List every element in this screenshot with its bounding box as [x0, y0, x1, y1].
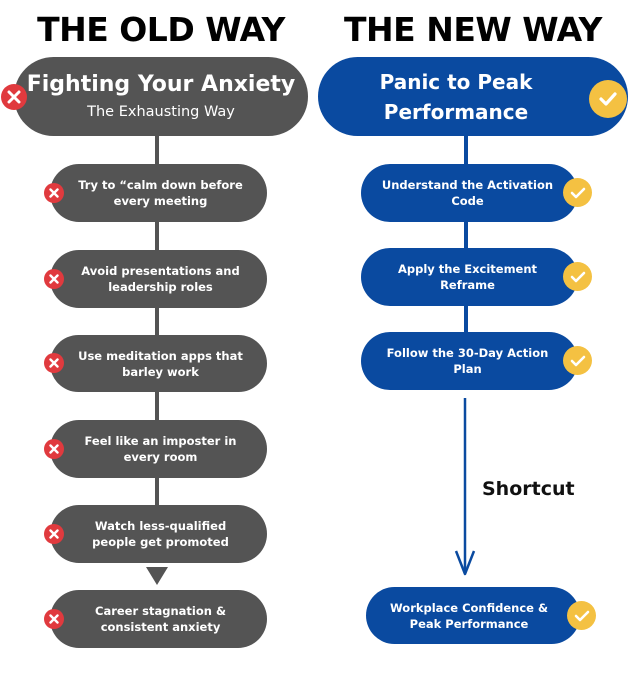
- old-way-header: Fighting Your Anxiety The Exhausting Way: [14, 57, 308, 136]
- check-circle-icon: [563, 262, 592, 291]
- new-step: Follow the 30-Day Action Plan: [361, 332, 578, 390]
- x-circle-icon: [1, 84, 27, 110]
- new-step-text: Follow the 30-Day Action Plan: [386, 346, 549, 376]
- old-step: Use meditation apps that barley work: [50, 335, 267, 392]
- shortcut-label: Shortcut: [482, 478, 575, 500]
- old-step-text: Avoid presentations and leadership roles: [81, 264, 240, 294]
- shortcut-arrow-icon: [454, 398, 476, 576]
- check-circle-icon: [567, 601, 596, 630]
- old-way-title: THE OLD WAY: [37, 10, 285, 49]
- new-connector-line: [464, 303, 468, 335]
- old-connector-line: [155, 134, 159, 166]
- new-step: Understand the Activation Code: [361, 164, 578, 222]
- check-circle-icon: [589, 80, 627, 118]
- old-step: Avoid presentations and leadership roles: [50, 250, 267, 308]
- check-circle-icon: [563, 346, 592, 375]
- x-circle-icon: [44, 524, 64, 544]
- new-connector-line: [464, 134, 468, 166]
- new-step-text: Understand the Activation Code: [381, 178, 554, 208]
- new-result-text: Workplace Confidence & Peak Performance: [390, 600, 548, 631]
- x-circle-icon: [44, 609, 64, 629]
- old-way-header-subtitle: The Exhausting Way: [87, 103, 235, 120]
- x-circle-icon: [44, 439, 64, 459]
- x-circle-icon: [44, 183, 64, 203]
- old-connector-line: [155, 476, 159, 508]
- new-way-header: Panic to Peak Performance: [318, 57, 628, 136]
- new-connector-line: [464, 220, 468, 252]
- x-circle-icon: [44, 269, 64, 289]
- x-circle-icon: [44, 353, 64, 373]
- old-step-text: Use meditation apps that barley work: [78, 348, 243, 379]
- old-step-outcome: Career stagnation & consistent anxiety: [50, 590, 267, 648]
- old-step-text: Feel like an imposter in every room: [84, 434, 237, 464]
- old-connector-line: [155, 390, 159, 422]
- old-down-arrow-icon: [146, 567, 168, 585]
- old-step: Try to “calm down before every meeting: [50, 164, 267, 222]
- old-connector-line: [155, 220, 159, 252]
- old-step-text: Career stagnation & consistent anxiety: [95, 604, 226, 634]
- new-step: Apply the Excitement Reframe: [361, 248, 578, 306]
- old-step: Watch less-qualified people get promoted: [50, 505, 267, 563]
- old-step-text: Watch less-qualified people get promoted: [92, 519, 229, 549]
- new-way-result: Workplace Confidence & Peak Performance: [366, 587, 580, 644]
- old-way-header-title: Fighting Your Anxiety: [26, 71, 296, 97]
- new-way-header-title: Panic to Peak Performance: [379, 69, 533, 124]
- old-step: Feel like an imposter in every room: [50, 420, 267, 478]
- new-way-title: THE NEW WAY: [344, 10, 602, 49]
- new-step-text: Apply the Excitement Reframe: [397, 262, 538, 292]
- check-circle-icon: [563, 178, 592, 207]
- old-step-text: Try to “calm down before every meeting: [78, 178, 243, 208]
- old-connector-line: [155, 306, 159, 338]
